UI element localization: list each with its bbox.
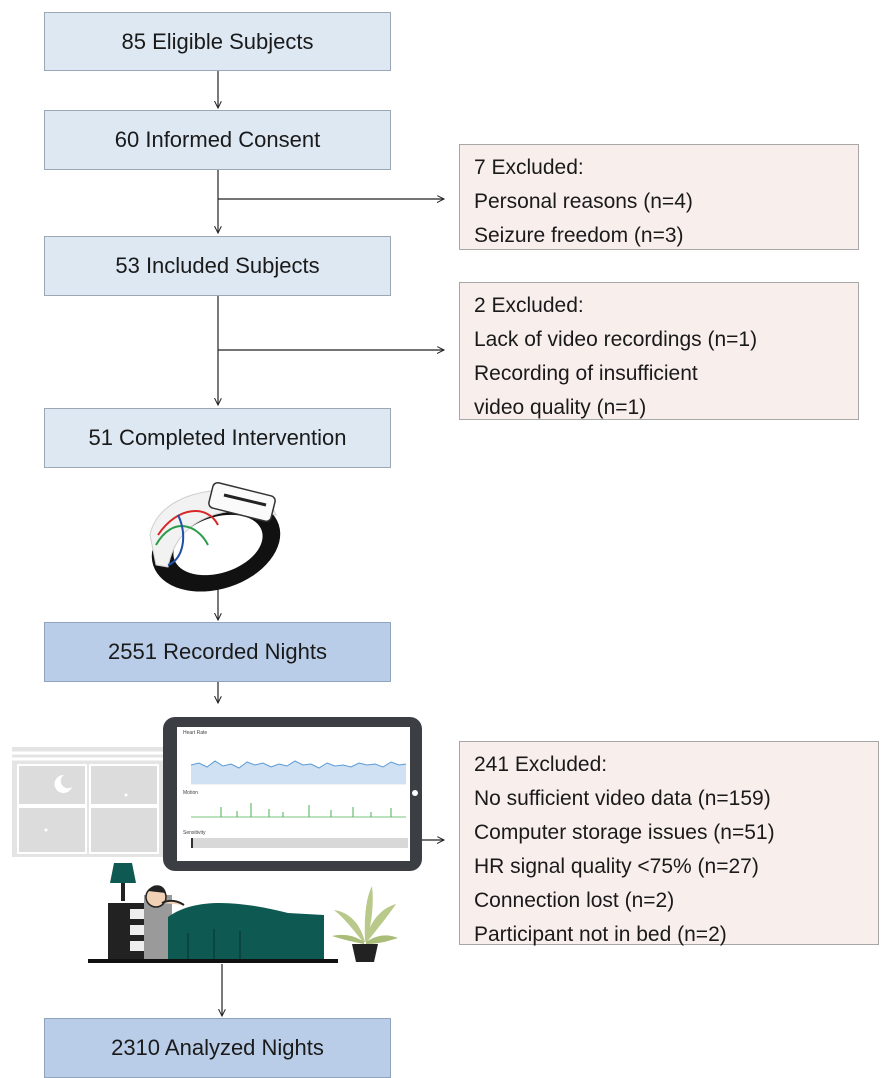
home-button-icon <box>412 790 418 796</box>
exclusion-reason: Seizure freedom (n=3) <box>474 224 684 247</box>
monitor-screen: Heart Rate Motion Sensitivity <box>177 727 410 861</box>
exclusion-title: 7 Excluded: <box>474 156 584 179</box>
exclusion-reason: Recording of insufficient <box>474 362 698 385</box>
exclusion-reason: Personal reasons (n=4) <box>474 190 693 213</box>
recorded-nights-box: 2551 Recorded Nights <box>44 622 391 682</box>
exclusion-reason: Participant not in bed (n=2) <box>474 923 727 946</box>
motion-trace <box>191 803 406 818</box>
sensitivity-bar <box>191 838 408 848</box>
exclusion-reason: video quality (n=1) <box>474 396 647 419</box>
exclusion-reason: Connection lost (n=2) <box>474 889 675 912</box>
exclusion-box-second: 2 Excluded: Lack of video recordings (n=… <box>459 282 859 420</box>
bedside-lamp-icon <box>110 863 136 901</box>
wristband-sensor-icon <box>149 481 281 592</box>
tablet-monitor-icon: Heart Rate Motion Sensitivity <box>163 717 422 871</box>
panel-sensitivity: Sensitivity <box>183 830 206 836</box>
included-subjects-box: 53 Included Subjects <box>44 236 391 296</box>
sleeping-person-icon <box>88 863 338 963</box>
analyzed-nights-box: 2310 Analyzed Nights <box>44 1018 391 1078</box>
panel-motion: Motion <box>183 790 199 796</box>
informed-consent-box: 60 Informed Consent <box>44 110 391 170</box>
exclusion-box-third: 241 Excluded: No sufficient video data (… <box>459 741 879 946</box>
panel-heart-rate: Heart Rate <box>183 730 208 736</box>
exclusion-title: 2 Excluded: <box>474 294 584 317</box>
completed-intervention-box: 51 Completed Intervention <box>44 408 391 468</box>
window-icon <box>12 747 164 857</box>
exclusion-reason: Lack of video recordings (n=1) <box>474 328 758 351</box>
exclusion-box-first: 7 Excluded: Personal reasons (n=4) Seizu… <box>459 144 859 250</box>
heart-rate-trace <box>191 760 406 785</box>
exclusion-title: 241 Excluded: <box>474 753 608 776</box>
exclusion-reason: No sufficient video data (n=159) <box>474 787 771 810</box>
eligible-subjects-box: 85 Eligible Subjects <box>44 12 391 71</box>
exclusion-reason: HR signal quality <75% (n=27) <box>474 855 759 878</box>
exclusion-reason: Computer storage issues (n=51) <box>474 821 775 844</box>
potted-plant-icon <box>332 886 398 962</box>
